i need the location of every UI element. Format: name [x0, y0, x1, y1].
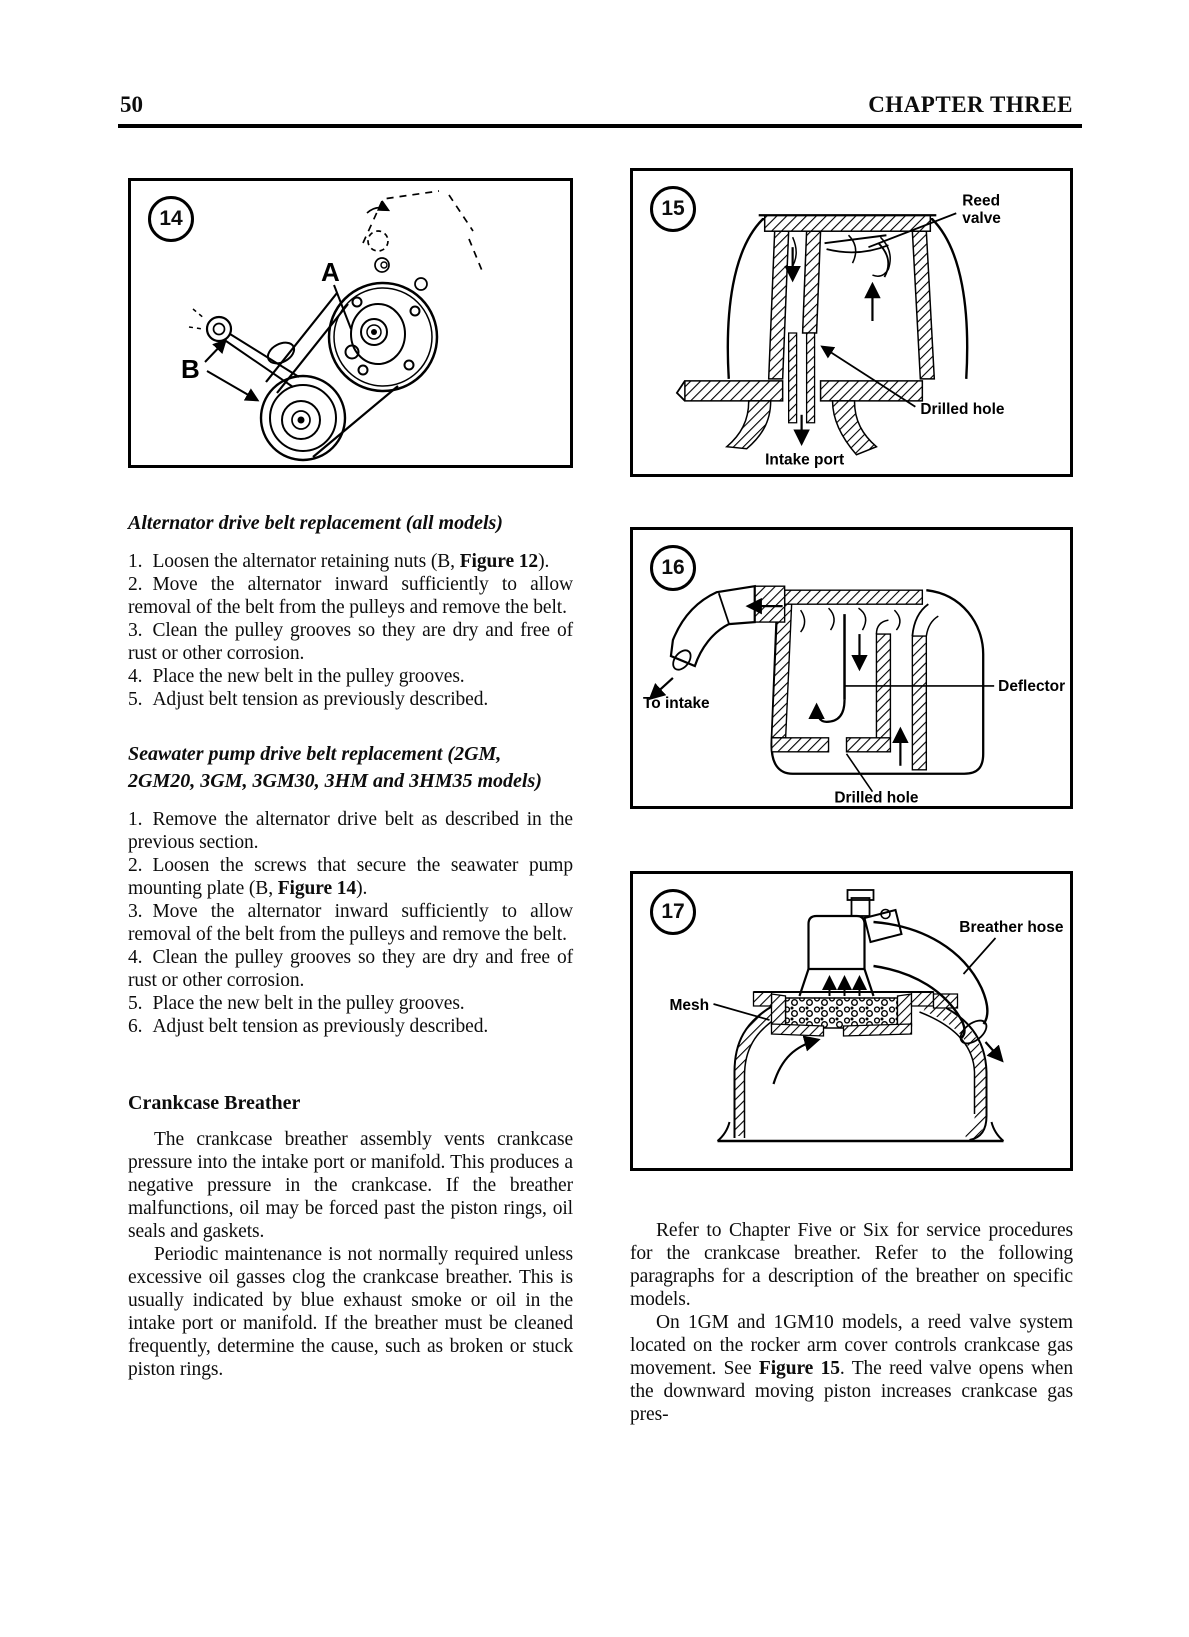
step-number: 2. — [128, 574, 143, 595]
reed-valve-cross-section — [675, 212, 969, 456]
label-b-arrow-1 — [204, 338, 227, 363]
step: 5.Adjust belt tension as previously desc… — [128, 689, 489, 710]
figure-16-label-deflector: Deflector — [998, 678, 1065, 695]
seawater-pump-belt-steps: 1.Remove the alternator drive belt as de… — [128, 808, 573, 1038]
figure-16-box: 16 — [630, 527, 1073, 809]
crankcase-breather-paragraph-1: The crankcase breather assembly vents cr… — [128, 1129, 573, 1242]
hose-flow-arrow — [984, 1041, 1004, 1063]
right-column: 15 — [630, 168, 1073, 1426]
drilled-hole-leader — [845, 753, 874, 793]
figure-15-label-drilled-hole: Drilled hole — [920, 401, 1005, 418]
figure-15-drawing-reed-valve: Reed valve Drilled hole Intake port — [675, 192, 1005, 469]
crankcase-flow-arrow — [772, 1035, 821, 1085]
step-number: 5. — [128, 689, 143, 710]
step: 2.Move the alternator inward sufficientl… — [128, 574, 573, 618]
section-heading-crankcase-breather: Crankcase Breather — [128, 1092, 301, 1114]
figure-17-box: 17 — [630, 871, 1073, 1171]
page-number: 50 — [120, 92, 143, 117]
section-heading-alternator-belt: Alternator drive belt replacement (all m… — [128, 512, 503, 534]
flow-curl-arrow — [808, 699, 846, 723]
step: 5.Place the new belt in the pulley groov… — [128, 993, 465, 1014]
step-number: 1. — [128, 551, 143, 572]
figure-16-number-badge: 16 — [650, 545, 696, 591]
figure-17-label-breather-hose: Breather hose — [959, 919, 1064, 936]
label-b-arrow-2 — [206, 370, 260, 402]
to-intake-arrow — [648, 677, 674, 701]
figure-reference: Figure 15 — [758, 1358, 840, 1379]
step: 3.Clean the pulley grooves so they are d… — [128, 620, 573, 664]
figure-reference: Figure 14 — [277, 878, 357, 899]
step-number: 3. — [128, 620, 143, 641]
label-a-leader — [333, 284, 352, 330]
step: 4.Clean the pulley grooves so they are d… — [128, 947, 573, 991]
step-number: 5. — [128, 993, 143, 1014]
section-heading-seawater-pump-belt: Seawater pump drive belt replacement (2G… — [128, 743, 542, 792]
figure-14-box: 14 — [128, 178, 573, 468]
step: 6.Adjust belt tension as previously desc… — [128, 1016, 489, 1037]
step: 2.Loosen the screws that secure the seaw… — [128, 855, 573, 899]
figure-14-drawing-pulleys-belt: A B — [181, 190, 484, 462]
step: 1.Loosen the alternator retaining nuts (… — [128, 551, 550, 572]
step: 3.Move the alternator inward sufficientl… — [128, 901, 573, 945]
crankcase-breather-paragraph-2: Periodic maintenance is not normally req… — [128, 1244, 573, 1380]
figure-15-label-reed-valve-line2: valve — [962, 210, 1001, 227]
figure-17-drawing-mesh-breather: Mesh Breather hose — [670, 889, 1064, 1143]
header-rule — [118, 124, 1082, 128]
reed-valve-leader — [868, 212, 957, 249]
figure-15-number-badge: 15 — [650, 186, 696, 232]
step: 4.Place the new belt in the pulley groov… — [128, 666, 465, 687]
figure-17-number-badge: 17 — [650, 889, 696, 935]
step-number: 2. — [128, 855, 143, 876]
figure-15-label-intake-port: Intake port — [765, 452, 844, 469]
breather-cover-cross-section — [713, 889, 1005, 1143]
breather-hose-leader — [962, 937, 997, 975]
figure-14-label-b: B — [181, 354, 200, 384]
figure-reference: Figure 12 — [459, 551, 539, 572]
alternator-belt-steps: 1.Loosen the alternator retaining nuts (… — [128, 550, 573, 711]
step-number: 4. — [128, 947, 143, 968]
reed-valve-system-paragraph: On 1GM and 1GM10 models, a reed valve sy… — [630, 1312, 1073, 1425]
step-number: 4. — [128, 666, 143, 687]
step-number: 6. — [128, 1016, 143, 1037]
left-column: 14 — [128, 178, 573, 1381]
figure-15-label-reed-valve-line1: Reed — [962, 192, 1000, 209]
figure-16-drawing-deflector-breather: To intake Deflector Drilled hole — [643, 584, 1065, 806]
figure-17-label-mesh: Mesh — [670, 997, 710, 1014]
step-number: 3. — [128, 901, 143, 922]
step: 1.Remove the alternator drive belt as de… — [128, 809, 573, 853]
mesh-leader — [713, 1003, 770, 1021]
breather-service-paragraph: Refer to Chapter Five or Six for service… — [630, 1220, 1073, 1310]
drilled-hole-leader — [820, 345, 916, 408]
alternator-belt-diagram — [188, 190, 484, 462]
rocker-cover-cross-section — [648, 584, 995, 793]
step-number: 1. — [128, 809, 143, 830]
figure-14-number-badge: 14 — [148, 196, 194, 242]
figure-14-label-a: A — [321, 257, 340, 287]
chapter-title: CHAPTER THREE — [868, 92, 1073, 117]
figure-15-box: 15 — [630, 168, 1073, 477]
figure-16-label-drilled-hole: Drilled hole — [834, 790, 919, 806]
figure-16-label-to-intake: To intake — [643, 695, 710, 712]
